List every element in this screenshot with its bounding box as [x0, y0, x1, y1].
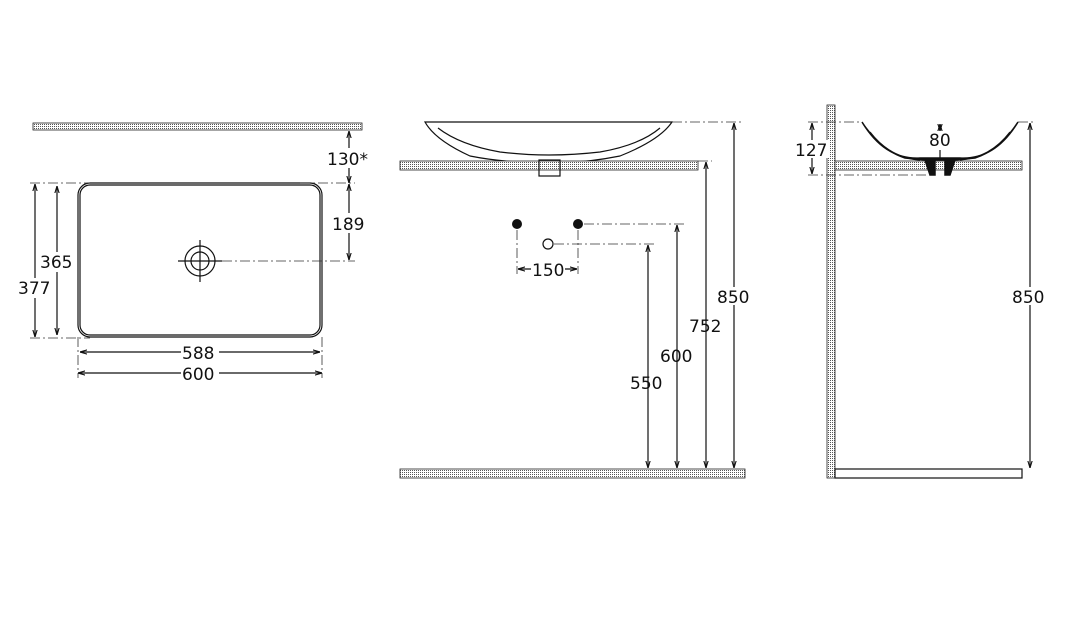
dim-588: 588 [182, 344, 214, 364]
dim-150: 150 [532, 261, 564, 281]
tap-supply-left [512, 219, 522, 229]
top-view: 130* 189 365 377 588 600 [18, 122, 370, 385]
dim-377: 377 [18, 279, 50, 299]
dim-189: 189 [332, 215, 364, 235]
front-view: 150 550 600 752 850 [399, 121, 751, 479]
side-view: 127 80 850 [795, 104, 1046, 479]
dim-80: 80 [929, 131, 951, 151]
basin-outline-outer [77, 182, 323, 338]
floor [399, 468, 746, 479]
dim-365: 365 [40, 253, 72, 273]
dim-752: 752 [689, 317, 721, 337]
dim-550: 550 [630, 374, 662, 394]
tap-supply-right [573, 219, 583, 229]
basin-outline-inner [79, 184, 321, 336]
dim-850-side: 850 [1012, 288, 1044, 308]
countertop [399, 160, 699, 171]
countertop-top [32, 122, 363, 131]
floor-side [834, 468, 1023, 479]
dim-130: 130* [327, 150, 368, 170]
drain-icon [178, 240, 222, 282]
wall [826, 104, 836, 479]
waste-point [542, 238, 554, 250]
waste-outlet [538, 159, 561, 177]
dim-850-front: 850 [717, 288, 749, 308]
dim-127: 127 [795, 141, 827, 161]
dim-600: 600 [182, 365, 214, 385]
basin-section [861, 121, 1019, 176]
dim-600-height: 600 [660, 347, 692, 367]
